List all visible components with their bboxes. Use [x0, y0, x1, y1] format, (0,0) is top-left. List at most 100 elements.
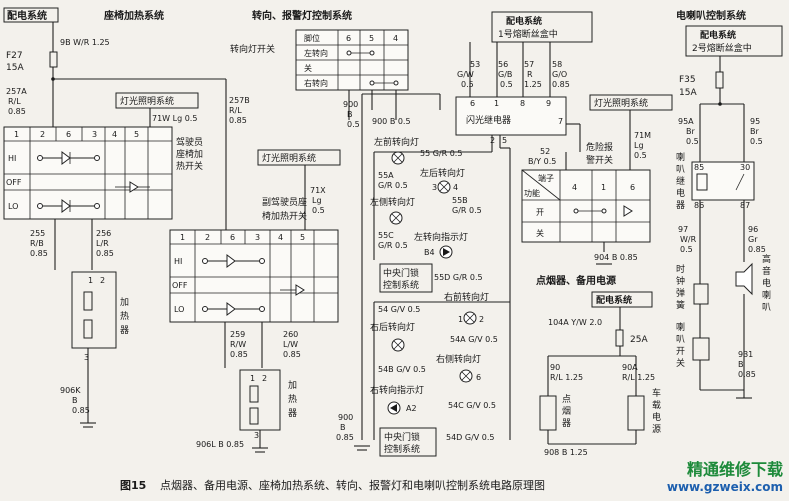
drv-row-lo: LO	[8, 202, 18, 211]
wire-900b3-2: B	[340, 423, 346, 432]
wire-95-1: 95	[750, 117, 760, 126]
fuse-f35-amp: 15A	[679, 88, 697, 98]
pas-heater-elem1-icon	[249, 385, 259, 403]
wire-9b: 9B W/R 1.25	[60, 38, 110, 47]
lamp-rs-label: 右侧转向灯	[436, 353, 481, 365]
hazard-switch-table	[521, 169, 651, 243]
wire-90a-2: R/L 1.25	[622, 373, 655, 382]
pass-light-box	[257, 149, 341, 166]
horn-title: 电喇叭控制系统	[676, 9, 746, 22]
relay-contact-icon	[735, 173, 745, 191]
turn-title: 转向、报警灯控制系统	[252, 9, 352, 22]
hz-hdr-term: 端子	[538, 173, 554, 183]
turn-hdr-6: 6	[346, 34, 351, 43]
fuse-25a: 25A	[630, 335, 648, 345]
drv-lo-led-icon	[61, 199, 71, 213]
hz-hdr-func: 功能	[524, 188, 540, 198]
pas-row-lo: LO	[174, 305, 184, 314]
wire-906l: 906L B 0.85	[196, 440, 244, 449]
hazard-switch-system: 灯光照明系统 71M Lg 0.5 危险报 警开关 52 B/Y 0.5 端子 …	[521, 94, 673, 265]
turn-w-4: 4	[453, 183, 458, 192]
wire-259-1: 259	[230, 330, 245, 339]
spring-1: 时	[676, 263, 685, 275]
turn-signal-system: 转向、报警灯控制系统 转向灯开关 脚位 6 5 4 左转向 关 右转向 900 …	[230, 9, 593, 457]
relay-pin-86: 86	[694, 201, 704, 210]
spring-2: 钟	[676, 275, 685, 287]
pas-row-hi: HI	[174, 257, 182, 266]
wire-96-3: 0.85	[748, 245, 766, 254]
turn-w-1: 1	[458, 315, 463, 324]
central-lock-2-box	[379, 427, 437, 457]
wire-53-2: G/W	[457, 70, 474, 79]
drv-heater-pin3: 3	[84, 353, 89, 362]
horn-name-4: 喇	[762, 289, 771, 301]
fuse-f27-icon	[49, 51, 58, 68]
drv-heater-elem1-icon	[83, 291, 93, 311]
wire-71m-1: 71M	[634, 131, 651, 140]
hazard-led-icon	[623, 205, 633, 217]
pas-heater-pin1: 1	[250, 374, 255, 383]
horn-name-1: 高	[762, 253, 771, 265]
driver-label-1: 驾驶员	[176, 136, 203, 148]
relay-pin-87: 87	[740, 201, 750, 210]
passenger-heater	[239, 369, 281, 431]
seat-dist-label: 配电系统	[7, 9, 47, 22]
relay-name-1: 喇	[676, 151, 685, 163]
relay-name-4: 电	[676, 187, 685, 199]
wire-57-3: 1.25	[524, 80, 542, 89]
wire-90a-1: 90A	[622, 363, 638, 372]
seat-light-box	[115, 92, 199, 109]
pass-switch-label-1: 副驾驶员座	[262, 196, 307, 208]
pas-pin-5: 5	[300, 233, 305, 242]
wire-900b-1: 900	[343, 100, 358, 109]
wire-58-3: 0.85	[552, 80, 570, 89]
pas-row-off: OFF	[172, 281, 188, 290]
pas-pin-3: 3	[255, 233, 260, 242]
wire-257b-2: R/L	[229, 106, 242, 115]
wire-255-1: 255	[30, 229, 45, 238]
drv-pin-2: 2	[40, 130, 45, 139]
driver-label-2: 座椅加	[176, 148, 203, 160]
pas-heater-label-1: 加	[288, 380, 297, 391]
turn-w-a2: A2	[406, 404, 417, 413]
fuse-box-1-label: 1号熔断丝盒中	[498, 28, 558, 40]
wire-257b-3: 0.85	[229, 116, 247, 125]
fuse-f27-amp: 15A	[6, 63, 24, 73]
hz-hdr-1: 1	[601, 183, 606, 192]
spring-4: 簧	[676, 299, 685, 311]
fuse-f27-label: F27	[6, 51, 23, 61]
pas-heater-elem2-icon	[249, 407, 259, 425]
turn-w-54c: 54C G/V 0.5	[448, 401, 496, 410]
wire-257b-1: 257B	[229, 96, 250, 105]
relay-pin-85: 85	[694, 163, 704, 172]
lamp-lf-label: 左前转向灯	[374, 136, 419, 148]
wire-257a-3: 0.85	[8, 107, 26, 116]
wire-95-3: 0.5	[750, 137, 763, 146]
wire-56-3: 0.5	[500, 80, 513, 89]
cig-title: 点烟器、备用电源	[536, 274, 616, 287]
lamp-ls-label: 左侧转向灯	[370, 196, 415, 208]
wire-256-3: 0.85	[96, 249, 114, 258]
turn-w-54: 54 G/V 0.5	[378, 305, 420, 314]
relay-coil-icon	[696, 173, 708, 191]
wire-260-1: 260	[283, 330, 298, 339]
figure-caption: 点烟器、备用电源、座椅加热系统、转向、报警灯和电喇叭控制系统电路原理图	[160, 478, 545, 492]
wire-260-2: L/W	[283, 340, 298, 349]
flasher-label: 闪光继电器	[466, 114, 511, 126]
wire-95a-3: 0.5	[686, 137, 699, 146]
logo-url: www.gzweix.com	[666, 480, 783, 494]
relay-name-3: 继	[676, 175, 685, 187]
horn-name-3: 电	[762, 277, 771, 289]
wire-56-1: 56	[498, 60, 508, 69]
central-lock-1-box	[379, 263, 433, 293]
drv-pin-1: 1	[14, 130, 19, 139]
pas-heater-pin2: 2	[262, 374, 267, 383]
driver-heater	[71, 271, 117, 349]
turn-row-off: 关	[304, 63, 312, 73]
wire-255-2: R/B	[30, 239, 44, 248]
drv-pin-3: 3	[92, 130, 97, 139]
relay-pin-30: 30	[740, 163, 750, 172]
fl-pin-9: 9	[546, 99, 551, 108]
wire-904: 904 B 0.85	[594, 253, 638, 262]
